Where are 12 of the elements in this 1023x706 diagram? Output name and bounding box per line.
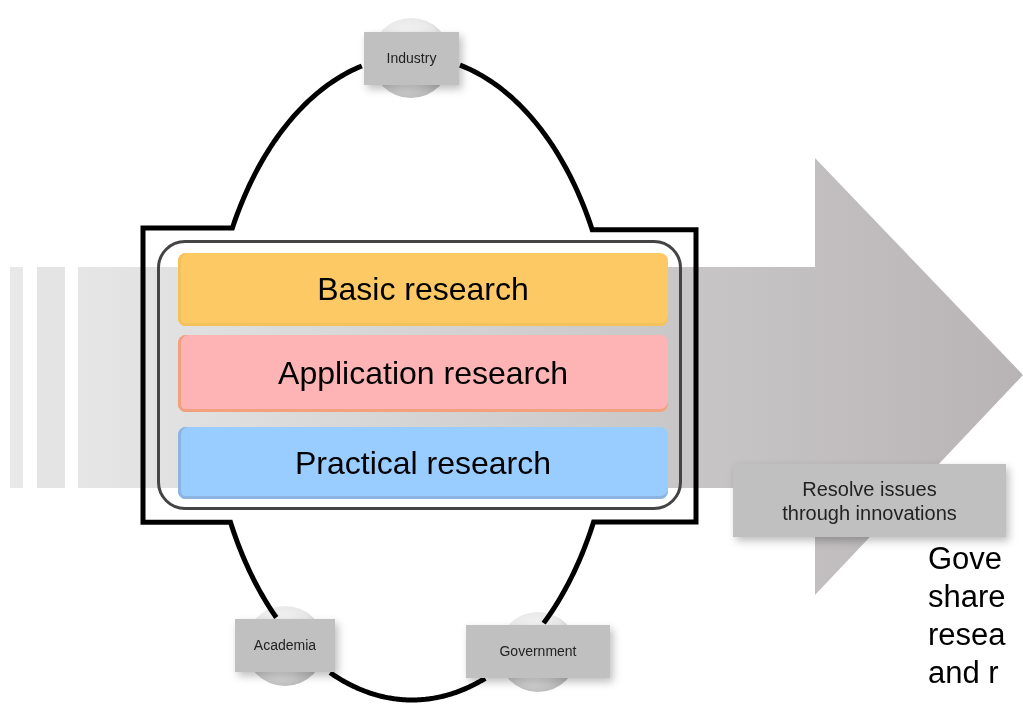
ellipse-arc	[140, 63, 363, 619]
research-bar: Basic research	[178, 253, 668, 326]
label-box: Government	[466, 625, 610, 678]
ellipse-arc	[459, 62, 699, 625]
research-bar: Practical research	[178, 427, 668, 499]
ellipse-arc	[328, 670, 487, 703]
label-box: Academia	[235, 619, 335, 672]
note-text: Gove share resea and r	[928, 540, 1007, 692]
box-shape	[157, 240, 682, 510]
research-bar: Application research	[178, 335, 668, 412]
label-box: Industry	[364, 32, 459, 85]
label-box: Resolve issues through innovations	[733, 464, 1006, 537]
